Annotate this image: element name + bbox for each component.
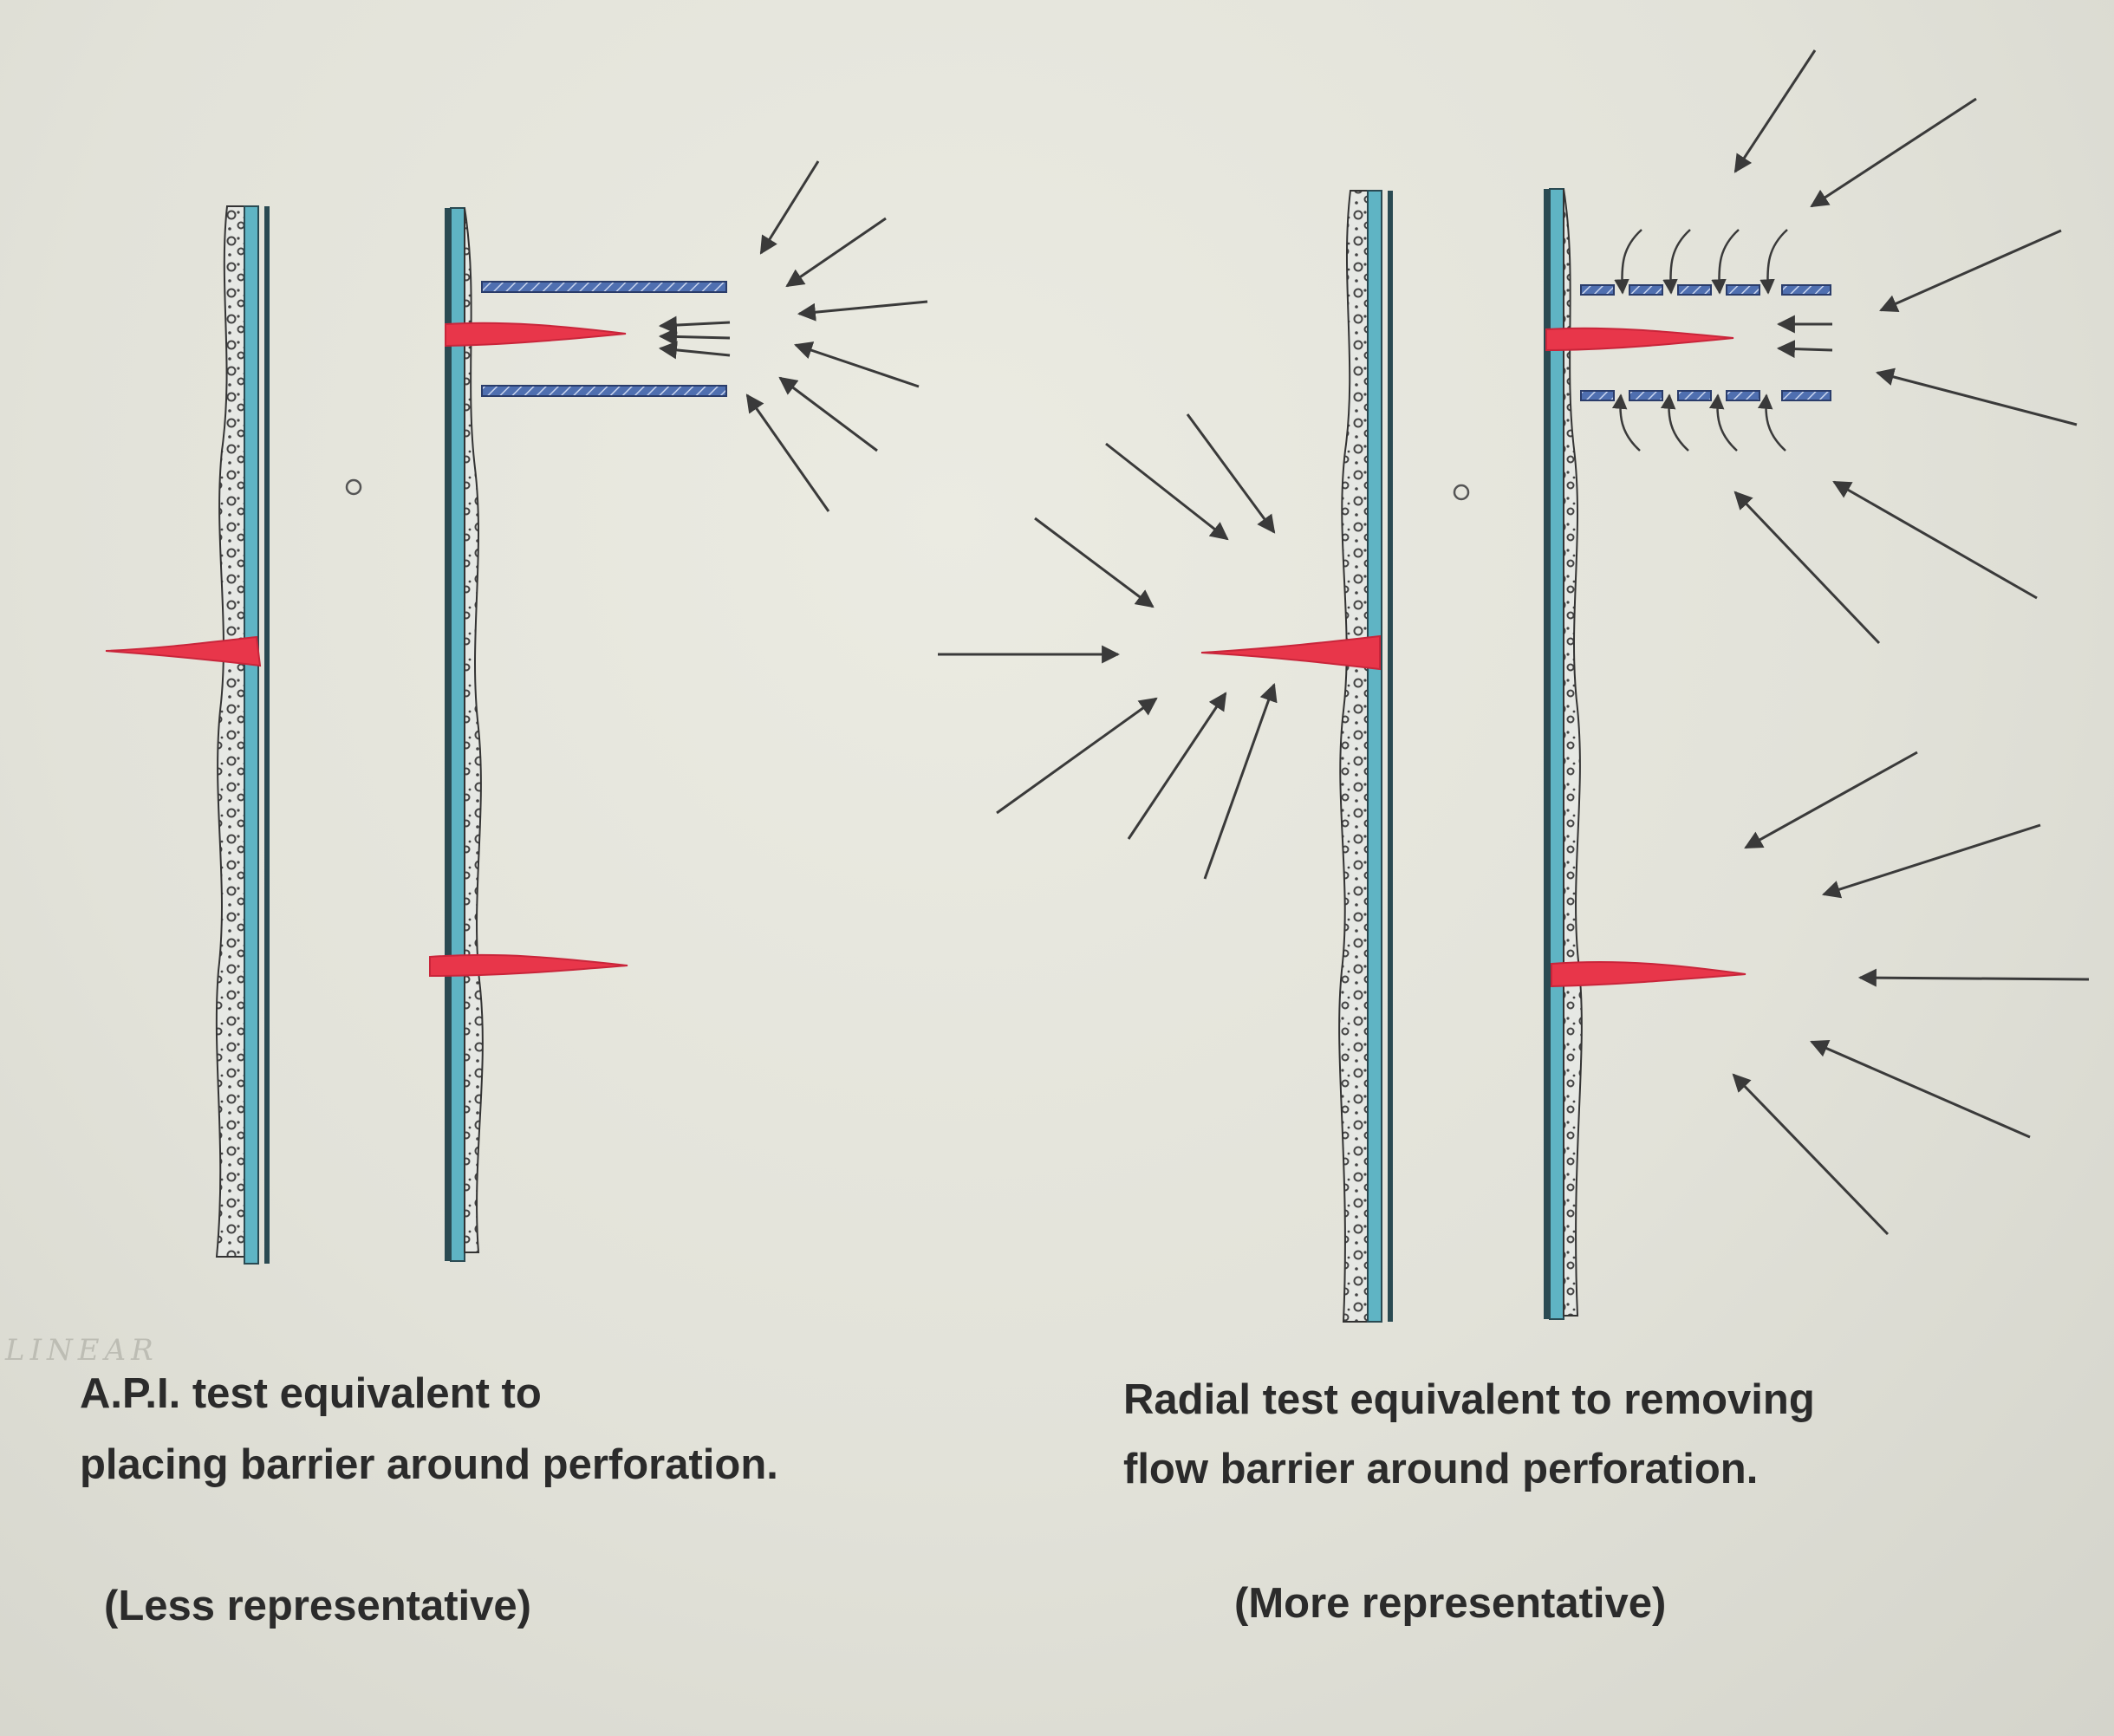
left-note: (Less representative)	[104, 1583, 531, 1629]
well-1	[105, 205, 270, 1265]
separator-left	[345, 478, 362, 496]
well-4	[1544, 49, 2090, 1320]
left-caption-line-1: A.P.I. test equivalent to	[80, 1370, 542, 1417]
separator-right	[1453, 484, 1470, 501]
right-caption-line-2: flow barrier around perforation.	[1123, 1446, 1759, 1492]
well-3	[938, 190, 1393, 1323]
right-caption-line-1: Radial test equivalent to removing	[1123, 1376, 1815, 1423]
right-note: (More representative)	[1234, 1580, 1667, 1627]
left-caption-line-2: placing barrier around perforation.	[80, 1441, 778, 1488]
handwritten-note: LINEAR	[5, 1333, 159, 1368]
well-2	[429, 160, 928, 1262]
